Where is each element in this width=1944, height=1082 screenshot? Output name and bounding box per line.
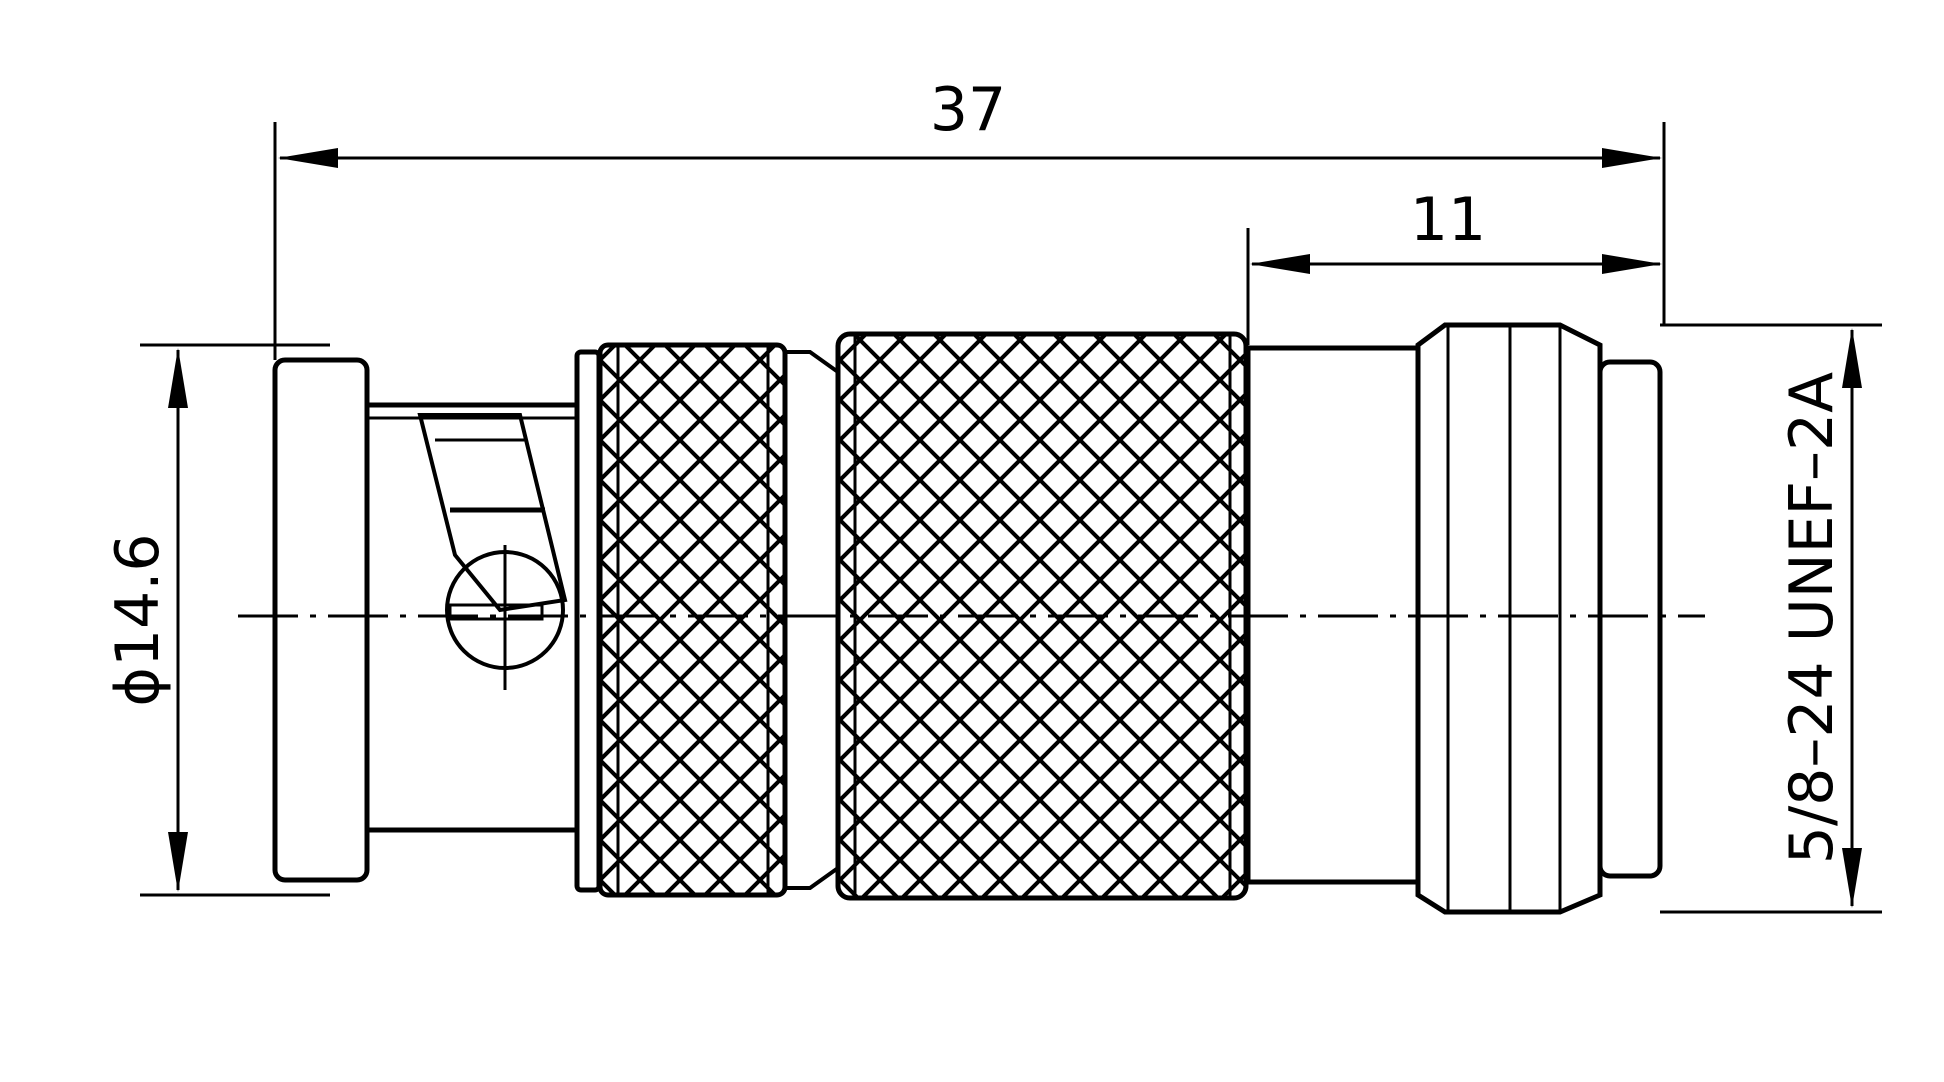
dim-overall-length-text: 37 — [930, 75, 1006, 145]
thread-end — [1597, 359, 1663, 879]
bayonet-flange — [272, 357, 370, 883]
dim-thread-text: 5/8–24 UNEF–2A — [1777, 372, 1847, 864]
knurl-band-1 — [597, 342, 788, 898]
rear-nut — [1415, 322, 1603, 915]
dimension-lines — [168, 148, 1862, 908]
ring-left — [574, 349, 602, 893]
connector-body — [272, 322, 1663, 915]
pin-slot — [448, 603, 544, 621]
extension-lines — [140, 122, 1882, 914]
gap-collar — [785, 350, 840, 890]
dim-diameter-text: ϕ14.6 — [103, 533, 173, 706]
dim-rear-length-text: 11 — [1410, 185, 1486, 255]
